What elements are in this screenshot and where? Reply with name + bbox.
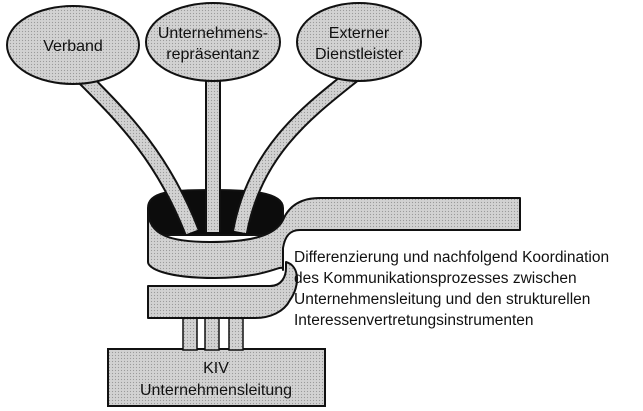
ellipse-unternehmensrepraesentanz: Unternehmens- repräsentanz: [146, 3, 280, 81]
externer-dienstleister-label-line-1: Externer: [329, 25, 390, 42]
caption-line-1: Differenzierung und nachfolgend Koordina…: [294, 249, 609, 266]
externer-dienstleister-label-line-2: Dienstleister: [315, 46, 404, 63]
connector-pillars: [183, 318, 243, 350]
kiv-label-line-2: Unternehmensleitung: [140, 382, 292, 399]
stem-verband: [78, 72, 192, 232]
ellipse-externer-dienstleister: Externer Dienstleister: [297, 3, 421, 81]
caption-line-2: des Kommunikationsprozesses zwischen: [294, 270, 577, 287]
kiv-box: KIV Unternehmensleitung: [108, 349, 325, 406]
kiv-label-line-1: KIV: [203, 360, 229, 377]
unternehmensrepraesentanz-label-line-2: repräsentanz: [166, 46, 259, 63]
unternehmensrepraesentanz-label-line-1: Unternehmens-: [158, 25, 268, 42]
caption: Differenzierung und nachfolgend Koordina…: [294, 249, 609, 329]
caption-line-3: Unternehmensleitung und den strukturelle…: [294, 291, 590, 308]
verband-label: Verband: [43, 38, 103, 55]
ellipse-verband: Verband: [7, 6, 139, 84]
caption-line-4: Interessenvertretungsinstrumenten: [294, 312, 534, 329]
